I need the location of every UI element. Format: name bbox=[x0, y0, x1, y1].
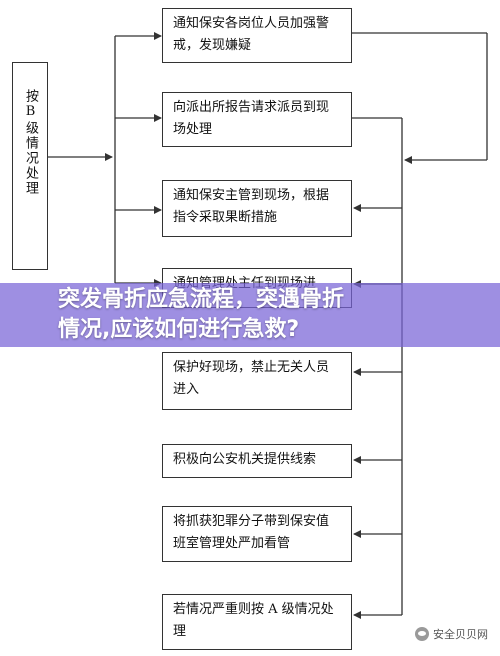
step-text-1: 通知保安各岗位人员加强警戒，发现嫌疑 bbox=[173, 16, 330, 53]
step-box-1: 通知保安各岗位人员加强警戒，发现嫌疑 bbox=[162, 8, 352, 63]
headline-banner: 突发骨折应急流程，突遇骨折 情况,应该如何进行急救? bbox=[0, 283, 500, 347]
step-text-2: 向派出所报告请求派员到现场处理 bbox=[173, 100, 330, 137]
step-box-5: 保护好现场，禁止无关人员进入 bbox=[162, 352, 352, 410]
step-text-5: 保护好现场，禁止无关人员进入 bbox=[173, 360, 330, 397]
left-start-box: 按B级情况处理 bbox=[12, 62, 48, 270]
watermark-text: 安全贝贝网 bbox=[433, 628, 488, 641]
step-text-7: 将抓获犯罪分子带到保安值班室管理处严加看管 bbox=[173, 514, 330, 551]
headline-line-1: 突发骨折应急流程，突遇骨折 bbox=[58, 287, 345, 312]
step-text-6: 积极向公安机关提供线索 bbox=[173, 452, 317, 467]
headline-line-2: 情况,应该如何进行急救? bbox=[58, 317, 300, 342]
left-start-label: 按B级情况处理 bbox=[23, 89, 38, 196]
step-box-6: 积极向公安机关提供线索 bbox=[162, 444, 352, 478]
step-box-2: 向派出所报告请求派员到现场处理 bbox=[162, 92, 352, 147]
step-text-3: 通知保安主管到现场，根据指令采取果断措施 bbox=[173, 188, 330, 225]
step-text-8: 若情况严重则按 A 级情况处理 bbox=[173, 602, 334, 639]
watermark: 安全贝贝网 bbox=[415, 626, 488, 642]
step-box-3: 通知保安主管到现场，根据指令采取果断措施 bbox=[162, 180, 352, 237]
chat-bubble-icon bbox=[415, 627, 429, 641]
step-box-8: 若情况严重则按 A 级情况处理 bbox=[162, 594, 352, 650]
step-box-7: 将抓获犯罪分子带到保安值班室管理处严加看管 bbox=[162, 506, 352, 562]
